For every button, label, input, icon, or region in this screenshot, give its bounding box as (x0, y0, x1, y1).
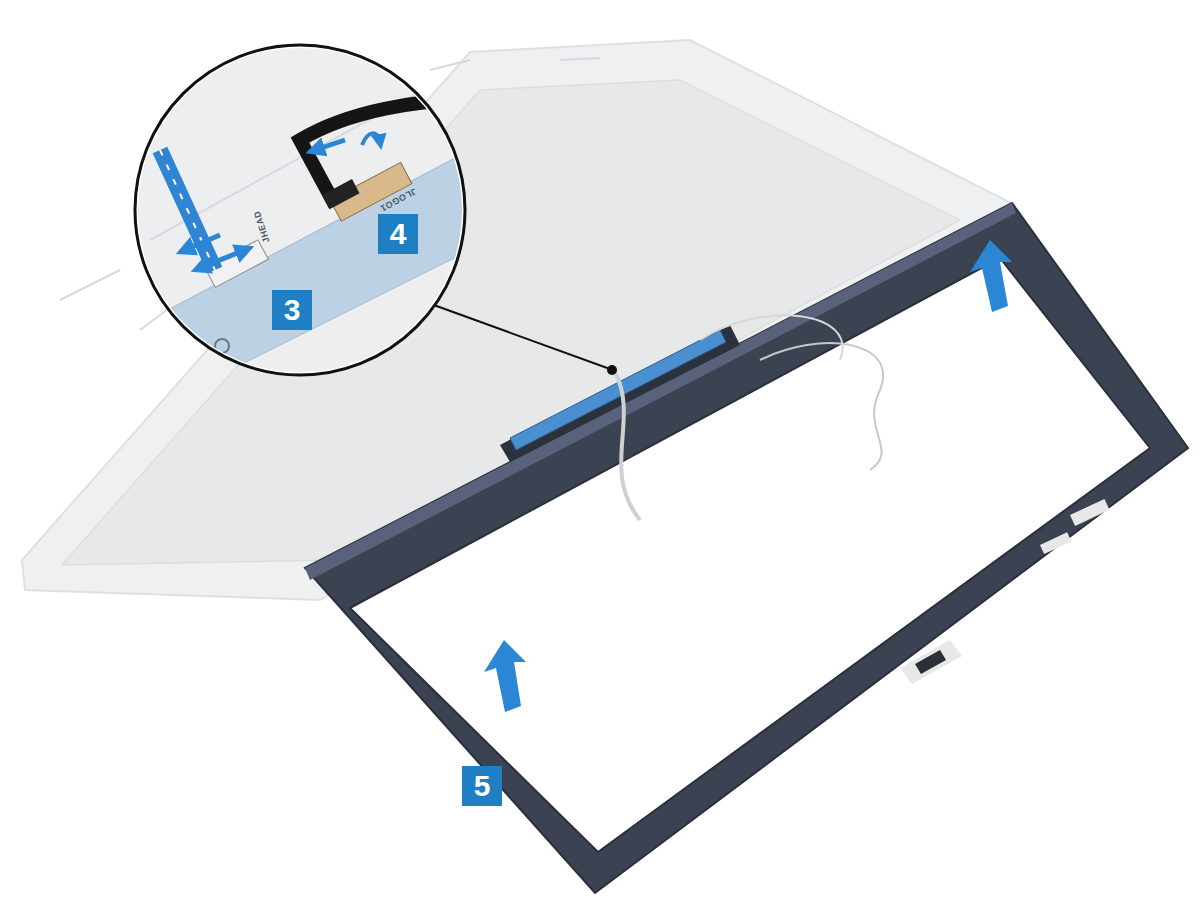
leader-dot (607, 365, 617, 375)
callout-number: 5 (462, 766, 502, 806)
cables (615, 315, 883, 520)
display-bezel (305, 203, 1188, 893)
callout-number: 3 (272, 290, 312, 330)
lift-arrow (484, 240, 1012, 712)
callout-number: 4 (378, 214, 418, 254)
leader-line (420, 300, 610, 369)
zoom-detail (130, 40, 470, 420)
